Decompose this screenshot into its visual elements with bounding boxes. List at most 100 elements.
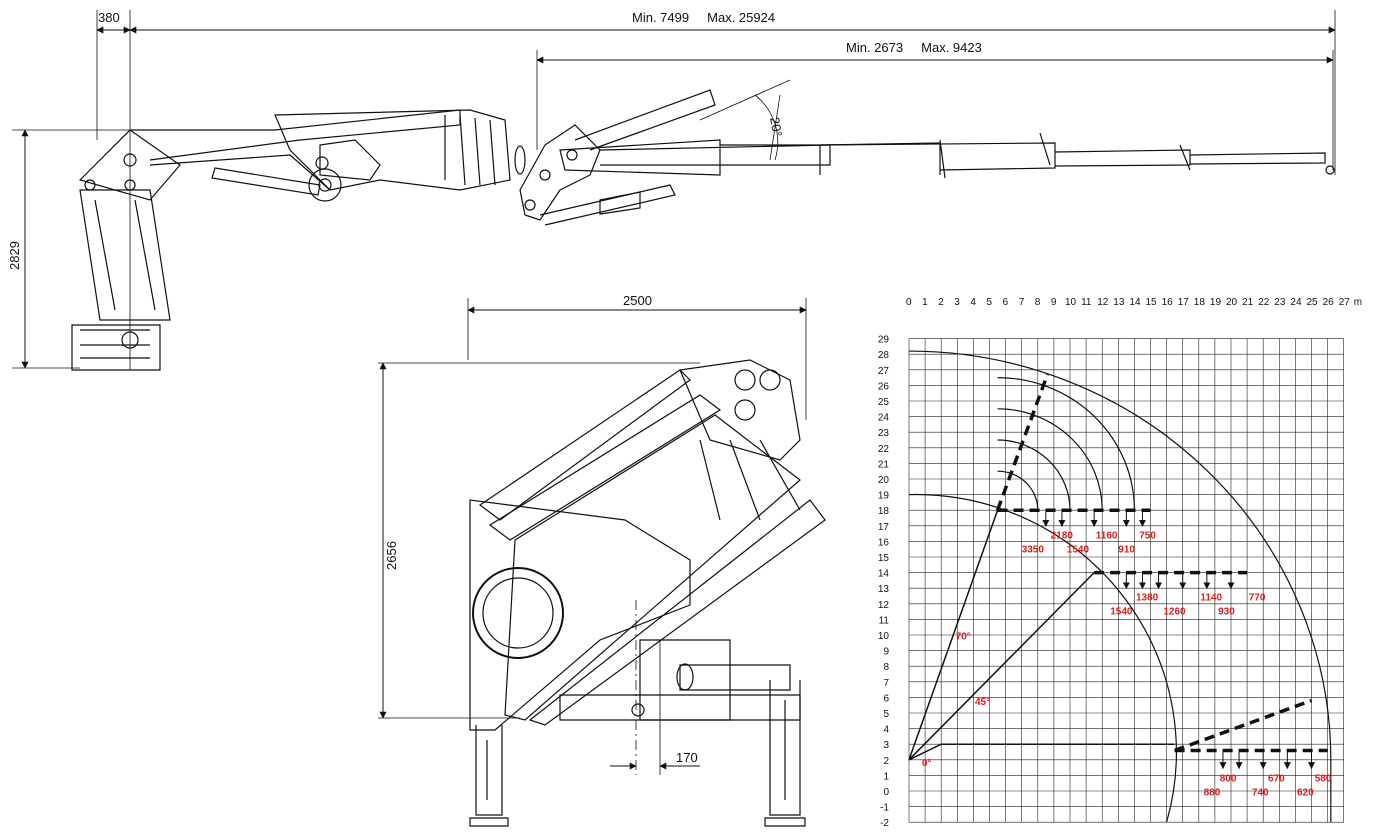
x-tick-label: 11 [1081,297,1092,308]
x-tick-label: 10 [1065,297,1077,308]
x-tick-label: 3 [954,297,960,308]
y-tick-label: 29 [878,335,890,346]
load-45-bottom: 930 [1218,607,1235,618]
load-45-bottom: 1260 [1163,607,1186,618]
x-tick-label: 6 [1003,297,1009,308]
y-tick-label: 15 [878,553,890,564]
y-tick-label: 4 [883,725,889,736]
crane-side-body [71,79,1335,371]
boom-positions [908,373,1328,761]
x-tick-label: 21 [1242,297,1254,308]
y-tick-label: 12 [878,600,890,611]
svg-text:2829: 2829 [7,241,22,270]
x-tick-label: 1 [922,297,928,308]
y-tick-label: 25 [878,397,890,408]
x-tick-label: 27 [1339,297,1351,308]
x-tick-label: 14 [1129,297,1141,308]
load-0-bottom: 880 [1204,788,1221,799]
x-tick-label: 0 [906,297,912,308]
x-tick-label: 2 [938,297,944,308]
angle-0-label: 0° [922,758,932,769]
angle-70-label: 70° [956,632,971,643]
x-tick-label: 26 [1323,297,1335,308]
load-70-top: 1160 [1096,530,1118,541]
y-tick-label: -1 [880,803,889,814]
dim-offset-170: 170 [610,750,700,770]
x-tick-label: 19 [1210,297,1222,308]
svg-text:380: 380 [98,10,120,25]
y-tick-label: 11 [879,615,890,626]
y-tick-label: 28 [878,350,890,361]
y-tick-label: 8 [883,662,889,673]
svg-text:2500: 2500 [623,293,652,308]
x-tick-label: 22 [1258,297,1270,308]
y-tick-label: 14 [878,569,890,580]
dim-total-reach: Min. 7499 Max. 25924 [129,10,1336,34]
y-tick-label: 1 [883,771,889,782]
y-tick-label: 6 [883,693,889,704]
load-70-top: 2180 [1051,530,1074,541]
front-view: 2500 2656 170 [378,293,826,827]
load-chart-grid [908,338,1344,823]
y-tick-label: 5 [883,709,889,720]
load-70-top: 750 [1139,530,1156,541]
y-tick-label: 17 [878,522,890,533]
y-tick-label: 23 [878,428,890,439]
load-0-bottom: 740 [1252,788,1269,799]
y-tick-label: 21 [878,459,890,470]
y-tick-label: 20 [878,475,890,486]
y-tick-label: 9 [883,647,889,658]
y-tick-label: 16 [878,537,890,548]
x-axis-unit: m [1354,297,1362,308]
y-tick-label: 27 [878,366,890,377]
y-tick-label: 13 [878,584,890,595]
crane-front-body [469,359,826,827]
x-tick-label: 18 [1194,297,1206,308]
dim-380: 380 [96,10,131,34]
x-tick-label: 15 [1146,297,1158,308]
y-axis-ticks: 2928272625242322212019181716151413121110… [878,335,890,830]
y-tick-label: 19 [878,491,890,502]
dim-height-2656: 2656 [379,362,399,719]
load-45-top: 1380 [1136,593,1159,604]
x-tick-label: 12 [1097,297,1109,308]
angle-45-label: 45° [975,697,990,708]
load-45-top: 1140 [1200,593,1222,604]
y-tick-label: 10 [878,631,890,642]
x-tick-label: 7 [1019,297,1025,308]
x-tick-label: 20 [1226,297,1238,308]
load-45-bottom: 1540 [1110,607,1133,618]
side-view: 380 Min. 7499 Max. 25924 Min. 2673 Max. … [7,10,1336,371]
load-0-bottom: 620 [1297,788,1314,799]
y-tick-label: 18 [878,506,890,517]
x-tick-label: 24 [1290,297,1302,308]
svg-text:170: 170 [676,750,698,765]
y-tick-label: 26 [878,381,890,392]
load-45-top: 770 [1249,593,1266,604]
x-tick-label: 23 [1274,297,1286,308]
load-arrows [1042,510,1315,770]
dim-width-2500: 2500 [467,293,807,314]
y-tick-label: 3 [883,740,889,751]
load-70-bottom: 3350 [1022,544,1045,555]
y-tick-label: 2 [883,756,889,767]
dim-extension: Min. 2673 Max. 9423 [536,40,1334,64]
x-tick-label: 25 [1307,297,1319,308]
load-0-top: 580 [1315,774,1332,785]
x-tick-label: 17 [1178,297,1190,308]
x-tick-label: 16 [1162,297,1174,308]
y-tick-label: -2 [880,818,889,829]
svg-text:Min. 2673 Max. 9423: Min. 2673 Max. 9423 [846,40,982,55]
y-tick-label: 0 [883,787,889,798]
svg-text:2656: 2656 [384,541,399,570]
x-tick-label: 13 [1113,297,1125,308]
svg-text:Min. 7499 Max. 25924: Min. 7499 Max. 25924 [632,10,775,25]
dim-height-2829: 2829 [7,129,140,369]
load-0-top: 670 [1268,774,1285,785]
x-tick-label: 9 [1051,297,1057,308]
x-tick-label: 8 [1035,297,1041,308]
y-tick-label: 24 [878,413,890,424]
